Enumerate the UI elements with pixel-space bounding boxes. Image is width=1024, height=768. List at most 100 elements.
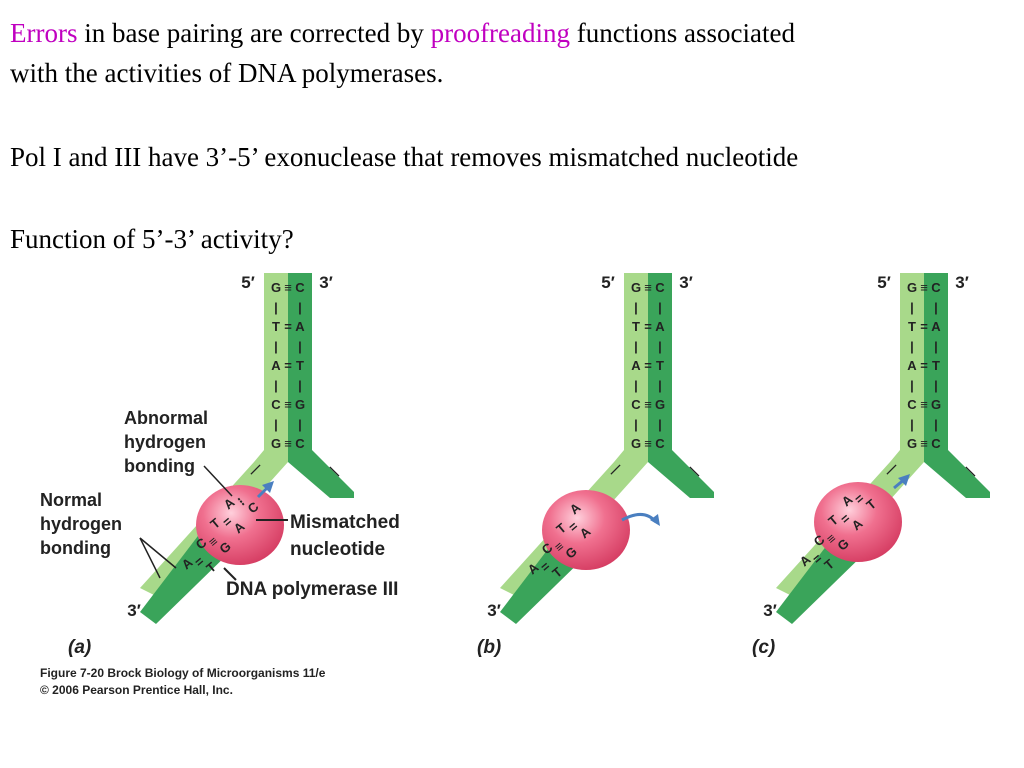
template-strand-upper [264,273,288,450]
panel-c-label: (c) [752,637,775,658]
errors-highlight: Errors [10,18,78,48]
backbone-tick: | [298,300,302,315]
bond-symbol: ≡ [644,397,652,412]
bond-symbol: = [644,319,652,334]
abnormal-bond-label-1: Abnormal [124,408,208,428]
backbone-tick: | [298,339,302,354]
base-right: C [931,436,941,451]
three-prime-lower-label: 3′ [487,601,501,620]
base-left: A [907,358,917,373]
template-strand-upper [624,273,648,450]
backbone-tick: | [274,378,278,393]
base-left: A [271,358,281,373]
three-prime-lower-label: 3′ [763,601,777,620]
bond-symbol: ≡ [920,280,928,295]
bond-symbol: ≡ [284,280,292,295]
body-line-3: Pol I and III have 3’-5’ exonuclease tha… [10,142,799,172]
base-left: G [907,280,917,295]
fork-panel-b: 5′3′3′G≡C||T=A||A=T||C≡G||G≡C——AT=AC≡GA=… [487,273,714,624]
bond-symbol: ≡ [284,436,292,451]
panel-a-label: (a) [68,637,91,658]
bond-symbol: = [284,319,292,334]
base-right: T [932,358,940,373]
proofread-arrowhead-icon [262,481,274,493]
fork-panel-a: 5′3′3′G≡C||T=A||A=T||C≡G||G≡C——A⁝CT=AC≡G… [127,273,354,624]
base-left: C [631,397,641,412]
normal-bond-label-2: hydrogen [40,514,122,534]
base-left: A [631,358,641,373]
base-right: T [656,358,664,373]
base-left: G [271,280,281,295]
base-left: G [631,280,641,295]
five-prime-label: 5′ [601,273,615,292]
backbone-tick: | [274,417,278,432]
figure-caption-1: Figure 7-20 Brock Biology of Microorgani… [40,666,326,680]
base-right: C [295,280,305,295]
template-strand-upper [900,273,924,450]
bond-symbol: ≡ [920,397,928,412]
backbone-tick: | [634,339,638,354]
bond-symbol: = [284,358,292,373]
five-prime-label: 5′ [877,273,891,292]
normal-bond-leader-1 [139,537,161,579]
backbone-tick: | [658,300,662,315]
normal-bond-label-3: bonding [40,538,111,558]
base-right: C [931,280,941,295]
dark-branch [924,450,990,498]
three-prime-label: 3′ [679,273,693,292]
base-right: A [655,319,665,334]
dna-polymerase-iii [196,485,284,565]
backbone-tick: | [658,417,662,432]
dna-polymerase-iii [814,482,902,562]
bond-symbol: = [920,319,928,334]
body-line-1: Errors in base pairing are corrected by … [10,18,795,48]
normal-bond-leader-2 [139,537,177,569]
new-strand-upper [924,273,948,450]
polymerase-leader [223,567,237,581]
backbone-tick: | [298,417,302,432]
mismatch-label-2: nucleotide [290,539,385,560]
three-prime-lower-label: 3′ [127,601,141,620]
three-prime-label: 3′ [955,273,969,292]
base-left: C [907,397,917,412]
base-left: T [632,319,640,334]
base-right: G [655,397,665,412]
bond-symbol: ≡ [920,436,928,451]
backbone-tick: | [274,339,278,354]
body-line-2: with the activities of DNA polymerases. [10,58,444,88]
proofreading-highlight: proofreading [430,18,571,48]
base-right: T [296,358,304,373]
backbone-tick: | [910,417,914,432]
bond-symbol: ≡ [284,397,292,412]
panel-b-label: (b) [477,637,501,658]
base-right: G [295,397,305,412]
backbone-tick: | [934,417,938,432]
mismatch-label-1: Mismatched [290,512,400,533]
abnormal-bond-label-2: hydrogen [124,432,206,452]
dark-branch [288,450,354,498]
backbone-tick: | [298,378,302,393]
normal-bond-label-1: Normal [40,490,102,510]
backbone-tick: | [658,339,662,354]
figure-caption-2: © 2006 Pearson Prentice Hall, Inc. [40,683,233,697]
backbone-tick: | [934,339,938,354]
bond-symbol: ≡ [644,280,652,295]
five-prime-label: 5′ [241,273,255,292]
backbone-tick: | [910,300,914,315]
dark-branch [648,450,714,498]
excision-arrowhead-icon [650,514,660,526]
backbone-tick: | [658,378,662,393]
new-strand-upper [288,273,312,450]
abnormal-bond-leader [203,465,233,497]
base-left: G [271,436,281,451]
backbone-tick: | [634,378,638,393]
base-right: C [655,280,665,295]
base-left: T [908,319,916,334]
backbone-tick: | [910,339,914,354]
resume-arrowhead-icon [898,474,910,486]
base-left: G [907,436,917,451]
backbone-tick: | [634,417,638,432]
body-line-4: Function of 5’-3’ activity? [10,224,294,254]
backbone-tick: | [274,300,278,315]
